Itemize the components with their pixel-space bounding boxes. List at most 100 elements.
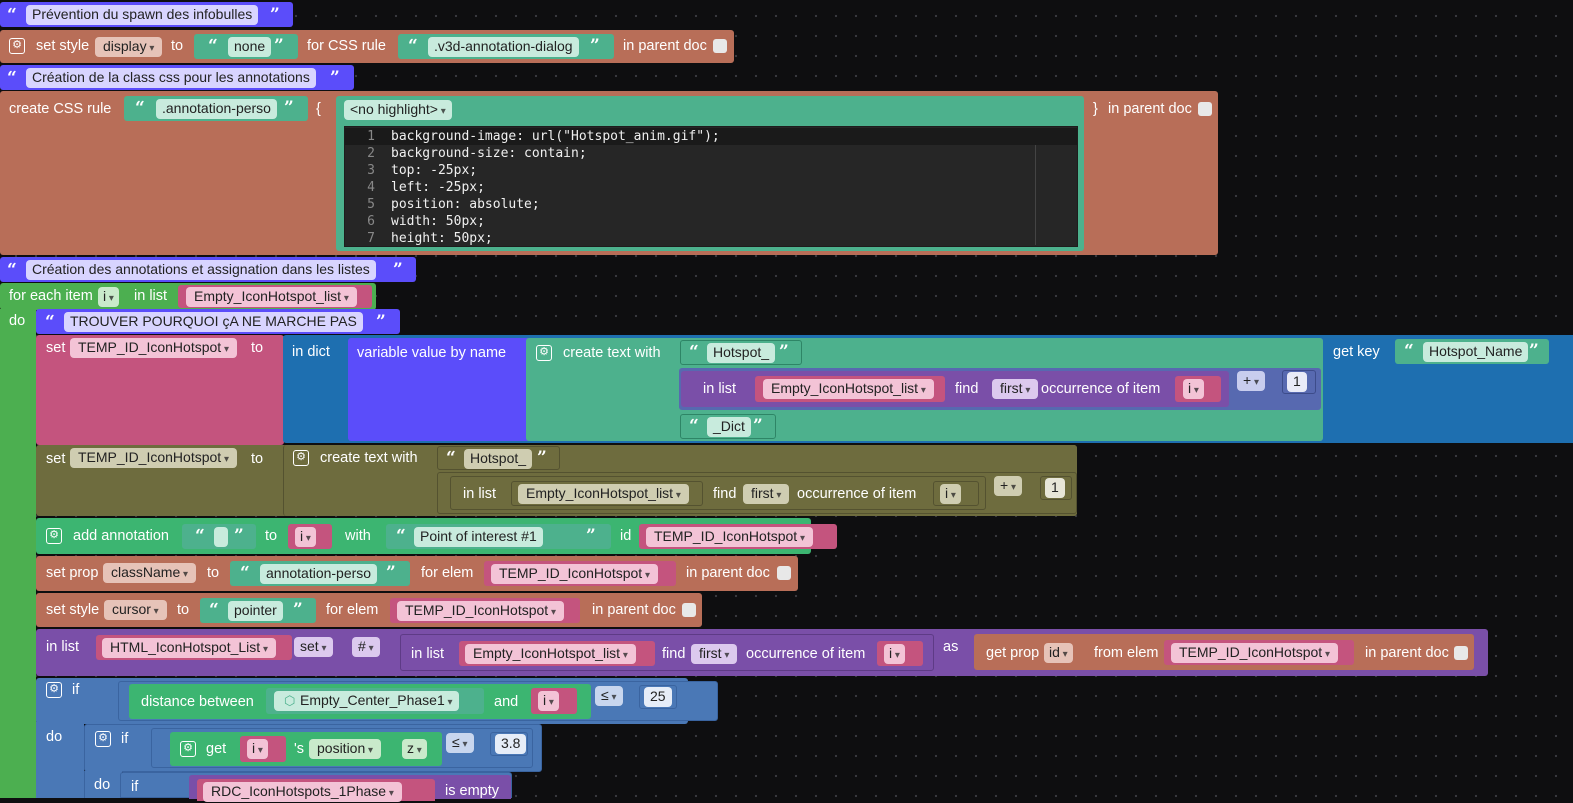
loop-var-dropdown[interactable]: i	[98, 287, 119, 307]
text-block[interactable]: “ Hotspot_ ”	[680, 340, 802, 365]
rule-name-text[interactable]: .annotation-perso	[156, 99, 277, 119]
in-parent-doc-checkbox[interactable]	[713, 39, 727, 53]
rule-text[interactable]: .v3d-annotation-dialog	[428, 37, 579, 57]
gear-icon[interactable]: ⚙	[46, 682, 62, 698]
get-prop-block[interactable]: get prop id from elem TEMP_ID_IconHotspo…	[974, 634, 1474, 670]
if-block-3[interactable]: if RDC_IconHotspots_1Phase is empty	[120, 772, 512, 802]
comment-text[interactable]: Prévention du spawn des infobulles	[26, 5, 259, 25]
first-dropdown[interactable]: first	[691, 644, 738, 664]
axis-dropdown[interactable]: z	[402, 739, 427, 759]
first-dropdown[interactable]: first	[743, 484, 790, 504]
id-var-dropdown[interactable]: TEMP_ID_IconHotspot	[646, 527, 813, 547]
comment-text[interactable]: Création de la class css pour les annota…	[26, 68, 316, 88]
op-dropdown[interactable]: ≤	[446, 733, 474, 753]
line-code[interactable]: width: 50px;	[391, 214, 485, 229]
set-style-cursor-block[interactable]: set style cursor to “ pointer ” for elem…	[36, 593, 702, 627]
var-by-name-block[interactable]: variable value by name ⚙ create text wit…	[348, 338, 1323, 441]
position-dropdown[interactable]: position	[309, 739, 382, 759]
distance-block[interactable]: distance between Empty_Center_Phase1 ⬡ a…	[129, 684, 591, 719]
elem-var-block[interactable]: TEMP_ID_IconHotspot	[1164, 640, 1354, 665]
prop-dropdown[interactable]: className	[103, 563, 197, 583]
mode-dropdown[interactable]: set	[294, 637, 333, 657]
in-parent-doc-checkbox[interactable]	[1198, 102, 1212, 116]
item-var-dropdown[interactable]: i	[247, 739, 268, 759]
set-style-block[interactable]: ⚙ set style display to “ none ” for CSS …	[0, 30, 734, 63]
in-parent-doc-checkbox[interactable]	[777, 566, 791, 580]
rule-text-block[interactable]: “ .v3d-annotation-dialog ”	[398, 34, 614, 59]
var-dropdown[interactable]: TEMP_ID_IconHotspot	[70, 338, 237, 358]
cursor-text-block[interactable]: “ pointer ”	[200, 598, 316, 623]
obj-var-dropdown[interactable]: i	[295, 527, 316, 547]
highlight-dropdown[interactable]: <no highlight>	[344, 100, 452, 120]
op-dropdown[interactable]: +	[994, 476, 1022, 496]
style-prop-dropdown[interactable]: display	[95, 37, 163, 57]
obj-var-block[interactable]: i	[288, 524, 332, 549]
comment-text[interactable]: Création des annotations et assignation …	[26, 260, 376, 280]
class-text[interactable]: annotation-perso	[260, 564, 378, 584]
line-code[interactable]: height: 50px;	[391, 231, 493, 246]
item-var-dropdown[interactable]: i	[884, 644, 905, 664]
list-set-block[interactable]: in list HTML_IconHotspot_List set # in l…	[36, 629, 1488, 676]
id-var-block[interactable]: TEMP_ID_IconHotspot	[639, 524, 837, 549]
compare-block[interactable]: distance between Empty_Center_Phase1 ⬡ a…	[118, 681, 718, 721]
in-parent-doc-checkbox[interactable]	[1454, 646, 1468, 660]
gear-icon[interactable]: ⚙	[293, 450, 309, 466]
key-text[interactable]: Hotspot_Name	[1423, 342, 1529, 362]
line-code[interactable]: background-size: contain;	[391, 146, 587, 161]
in-dict-block[interactable]: in dict variable value by name ⚙ create …	[283, 335, 1573, 443]
list-var-block[interactable]: Empty_IconHotspot_list	[755, 376, 945, 402]
desc-text[interactable]: Point of interest #1	[414, 527, 543, 547]
text-value[interactable]: none	[228, 37, 272, 57]
item-var-dropdown[interactable]: i	[940, 484, 961, 504]
find-index-block[interactable]: in list Empty_IconHotspot_list find firs…	[400, 634, 934, 671]
op-dropdown[interactable]: ≤	[595, 686, 623, 706]
create-text-block[interactable]: ⚙ create text with “ Hotspot_ ” in list …	[283, 445, 1077, 516]
item-var-block[interactable]: i	[240, 736, 286, 762]
cursor-text[interactable]: pointer	[228, 601, 283, 621]
number-block[interactable]: 1	[1282, 370, 1316, 394]
list-var-dropdown[interactable]: Empty_IconHotspot_list	[763, 379, 934, 399]
create-text-block[interactable]: ⚙ create text with “ Hotspot_ ” in list …	[526, 338, 1323, 441]
comment-block-2[interactable]: “ Création de la class css pour les anno…	[0, 65, 354, 90]
math-add-block[interactable]: in list Empty_IconHotspot_list find firs…	[679, 368, 1321, 410]
line-code[interactable]: background-image: url("Hotspot_anim.gif"…	[391, 129, 720, 144]
gear-icon[interactable]: ⚙	[180, 741, 196, 757]
text-value[interactable]: _Dict	[707, 417, 751, 437]
is-empty-block[interactable]: RDC_IconHotspots_1Phase is empty	[189, 775, 511, 802]
comment-block-3[interactable]: “ Création des annotations et assignatio…	[0, 257, 416, 282]
list-var-block[interactable]: Empty_IconHotspot_list	[511, 481, 703, 506]
elem-var-dropdown[interactable]: TEMP_ID_IconHotspot	[491, 564, 658, 584]
line-code[interactable]: top: -25px;	[391, 163, 478, 178]
elem-var-block[interactable]: TEMP_ID_IconHotspot	[390, 598, 580, 623]
gear-icon[interactable]: ⚙	[95, 731, 111, 747]
add-annotation-block[interactable]: ⚙ add annotation “ ” to i with “ Point o…	[36, 518, 837, 554]
op-dropdown[interactable]: +	[1237, 371, 1265, 391]
if-block-1[interactable]: ⚙ if distance between Empty_Center_Phase…	[36, 678, 718, 724]
list-var-dropdown[interactable]: HTML_IconHotspot_List	[102, 638, 276, 658]
compare-block[interactable]: ⚙ get i 's position z ≤ 3.8	[151, 728, 533, 768]
get-position-block[interactable]: ⚙ get i 's position z	[170, 732, 442, 766]
item-var-block[interactable]: i	[1175, 376, 1221, 402]
item-var-block[interactable]: i	[877, 641, 923, 666]
elem-var-dropdown[interactable]: TEMP_ID_IconHotspot	[1171, 643, 1338, 663]
create-css-rule-block[interactable]: create CSS rule “ .annotation-perso ” { …	[0, 91, 1218, 255]
key-text-block[interactable]: “ Hotspot_Name ”	[1395, 339, 1549, 364]
rule-name-block[interactable]: “ .annotation-perso ”	[124, 96, 308, 121]
list-var-block[interactable]: HTML_IconHotspot_List	[96, 635, 292, 660]
item-var-block[interactable]: i	[933, 481, 979, 506]
comment-text[interactable]: TROUVER POURQUOI çA NE MARCHE PAS	[64, 312, 363, 332]
item-var-dropdown[interactable]: i	[1183, 379, 1204, 399]
find-index-block[interactable]: in list Empty_IconHotspot_list find firs…	[681, 371, 1229, 407]
line-code[interactable]: left: -25px;	[391, 180, 485, 195]
first-dropdown[interactable]: first	[992, 379, 1039, 399]
list-var-dropdown[interactable]: Empty_IconHotspot_list	[186, 287, 357, 307]
list-var-dropdown[interactable]: RDC_IconHotspots_1Phase	[203, 782, 402, 802]
where-dropdown[interactable]: #	[352, 637, 380, 657]
number-value[interactable]: 25	[644, 687, 672, 707]
set-var-block-2[interactable]: set TEMP_ID_IconHotspot to ⚙ create text…	[36, 445, 1077, 516]
in-parent-doc-checkbox[interactable]	[682, 603, 696, 617]
elem-var-block[interactable]: TEMP_ID_IconHotspot	[484, 561, 676, 586]
